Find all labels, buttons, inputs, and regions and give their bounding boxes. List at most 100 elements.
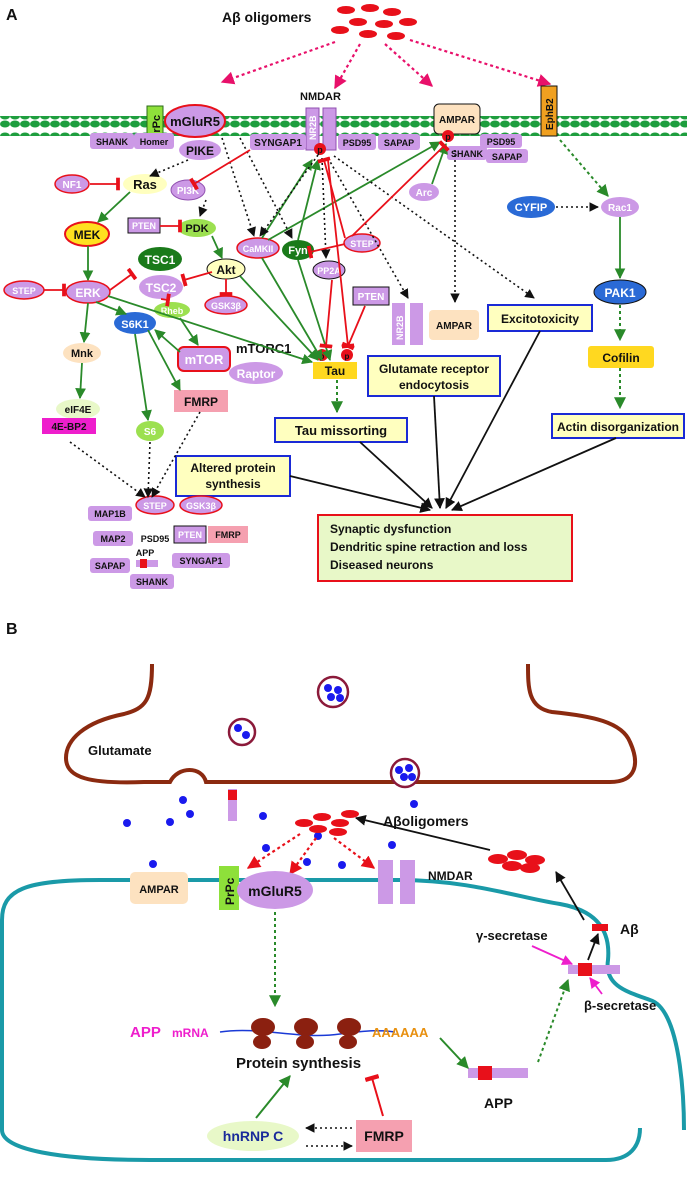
svg-text:synthesis: synthesis [205, 477, 261, 491]
cyfip-node: CYFIP [507, 196, 555, 218]
glutamate-molecules [123, 796, 418, 869]
svg-text:PSD95: PSD95 [343, 138, 372, 148]
svg-text:AMPAR: AMPAR [436, 321, 473, 332]
synthesis-to-app-arrow [439, 1037, 469, 1069]
svg-text:Glutamate receptor: Glutamate receptor [379, 362, 489, 376]
svg-text:Akt: Akt [216, 263, 235, 277]
beta-secretase-label: β-secretase [584, 998, 656, 1013]
pten-node-1: PTEN [127, 217, 161, 234]
svg-text:GSK3β: GSK3β [186, 501, 217, 511]
svg-text:PrPc: PrPc [223, 877, 237, 905]
glu-endocytosis-box: Glutamate receptor endocytosis [367, 355, 501, 397]
svg-text:NF1: NF1 [63, 180, 82, 191]
outcome-box: Synaptic dysfunction Dendritic spine ret… [317, 514, 573, 582]
app-processing [568, 924, 620, 976]
gamma-arrow [531, 945, 573, 965]
svg-text:Fyn: Fyn [288, 245, 308, 257]
scaffold-row: SHANK Homer PIKE SYNGAP1 PSD95 SAPAP SHA… [90, 133, 528, 163]
svg-text:NMDAR: NMDAR [428, 869, 473, 883]
nmdar-label-a: NMDAR [300, 91, 341, 103]
svg-text:Dendritic spine retraction and: Dendritic spine retraction and loss [330, 540, 528, 554]
black-convergence-arrows [289, 330, 617, 513]
svg-text:FMRP: FMRP [215, 530, 241, 540]
svg-text:Excitotoxicity: Excitotoxicity [501, 312, 579, 326]
pten-node-2: PTEN [352, 286, 390, 306]
cofilin-node: Cofilin [588, 346, 654, 368]
svg-text:PAK1: PAK1 [604, 286, 635, 300]
svg-text:STEP: STEP [143, 501, 167, 511]
nr2b-receptor: NR2B [305, 107, 337, 151]
svg-text:SYNGAP1: SYNGAP1 [254, 138, 302, 149]
nf1-node: NF1 [54, 174, 90, 194]
ampar-internalized: AMPAR [429, 310, 479, 340]
rheb-node: Rheb [154, 302, 190, 318]
svg-text:Altered protein: Altered protein [190, 461, 275, 475]
svg-text:SAPAP: SAPAP [384, 138, 414, 148]
svg-text:SHANK: SHANK [136, 577, 169, 587]
tsc2-node: TSC2 [139, 275, 183, 299]
svg-text:hnRNP C: hnRNP C [223, 1128, 283, 1144]
svg-text:Homer: Homer [140, 137, 169, 147]
svg-text:FMRP: FMRP [364, 1128, 404, 1144]
fmrp-node-b: FMRP [356, 1120, 412, 1152]
svg-text:PSD95: PSD95 [487, 137, 516, 147]
nr2b-internalized: NR2B [392, 303, 423, 345]
tau-missorting-box: Tau missorting [274, 417, 408, 443]
svg-text:p: p [317, 145, 323, 155]
svg-text:Actin disorganization: Actin disorganization [557, 420, 679, 434]
svg-text:SHANK: SHANK [451, 149, 484, 159]
tsc1-node: TSC1 [138, 247, 182, 271]
akt-node: Akt [206, 258, 246, 280]
svg-text:MAP1B: MAP1B [94, 509, 126, 519]
svg-text:p: p [445, 132, 451, 142]
erk-node: ERK [65, 280, 111, 304]
protein-synthesis-label: Protein synthesis [236, 1055, 361, 1072]
svg-text:endocytosis: endocytosis [399, 378, 469, 392]
raptor-node: Raptor [229, 362, 283, 384]
abeta-release-arrow-2 [587, 932, 600, 961]
svg-text:TSC1: TSC1 [145, 253, 176, 267]
svg-text:mTOR: mTOR [185, 352, 224, 367]
svg-text:PTEN: PTEN [178, 530, 202, 540]
svg-text:SYNGAP1: SYNGAP1 [179, 556, 222, 566]
app-mrna-strand [219, 1029, 396, 1037]
nmdar-receptor-b: NMDAR [378, 860, 473, 904]
step-node-2: STEP [3, 280, 45, 300]
ras-node: Ras [123, 174, 167, 194]
svg-text:S6: S6 [144, 427, 157, 438]
pdk-node: PDK [178, 219, 216, 237]
svg-text:mGluR5: mGluR5 [248, 883, 302, 899]
app-label-b: APP [484, 1095, 513, 1111]
abeta-oligomer-cluster [331, 4, 417, 40]
abeta-release-arrow [354, 815, 491, 851]
svg-text:AMPAR: AMPAR [139, 884, 179, 896]
presynaptic-app [228, 789, 237, 821]
mglur5-receptor: mGluR5 [164, 104, 226, 138]
svg-text:SAPAP: SAPAP [492, 152, 522, 162]
eif4e-node: eIF4E [56, 399, 100, 419]
svg-text:Raptor: Raptor [237, 367, 276, 381]
svg-text:4E-BP2: 4E-BP2 [51, 422, 86, 433]
green-activation-arrows [75, 141, 626, 422]
svg-text:Cofilin: Cofilin [602, 351, 639, 365]
fmrp-node-a: FMRP [174, 390, 228, 412]
s6k1-node: S6K1 [114, 312, 156, 334]
postsynaptic-bottom [0, 1127, 642, 1162]
panel-a-label: A [6, 7, 18, 24]
4ebp2-node: 4E-BP2 [42, 418, 96, 434]
svg-text:PDK: PDK [185, 223, 208, 235]
hnrnpc-activation-arrow [255, 1075, 291, 1119]
abeta-cluster-b [295, 810, 359, 836]
tau-node: p p Tau [313, 349, 357, 379]
camkii-node: CaMKII [236, 237, 280, 259]
svg-text:Mnk: Mnk [71, 348, 94, 360]
mtorc1-label: mTORC1 [236, 341, 291, 356]
svg-text:PTEN: PTEN [132, 221, 156, 231]
prpc-receptor-b: PrPc [219, 866, 239, 910]
svg-text:STEP: STEP [350, 239, 374, 249]
svg-text:MEK: MEK [74, 228, 101, 242]
svg-text:APP: APP [136, 548, 155, 558]
svg-text:Tau: Tau [325, 364, 345, 378]
svg-text:MAP2: MAP2 [100, 534, 125, 544]
